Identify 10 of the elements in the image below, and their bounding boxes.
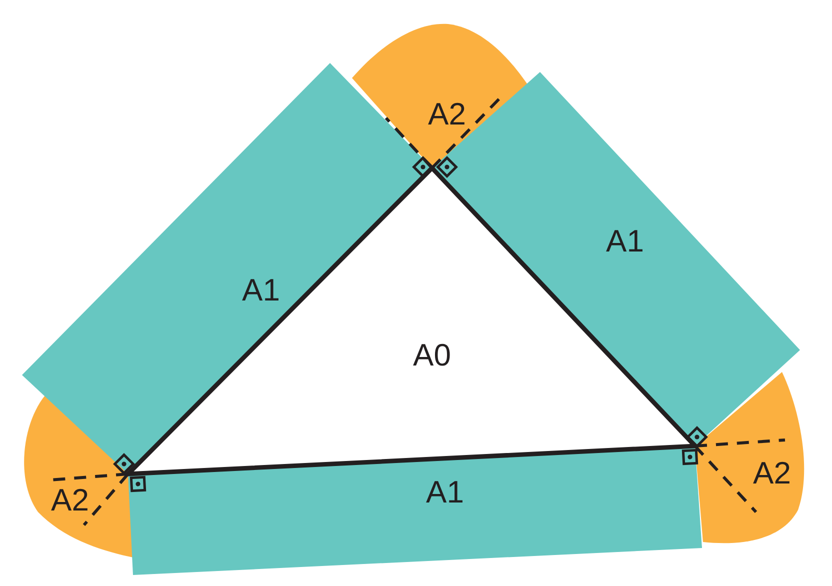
corner-region: [352, 24, 530, 168]
area-label: A2: [753, 458, 791, 488]
area-label: A1: [242, 274, 280, 306]
area-label: A2: [51, 484, 89, 516]
area-label: A1: [426, 476, 464, 508]
triangle: [126, 166, 698, 476]
area-label: A2: [428, 98, 466, 130]
area-label: A1: [606, 226, 644, 256]
corner-region: [695, 372, 804, 544]
area-label: A0: [413, 340, 451, 370]
